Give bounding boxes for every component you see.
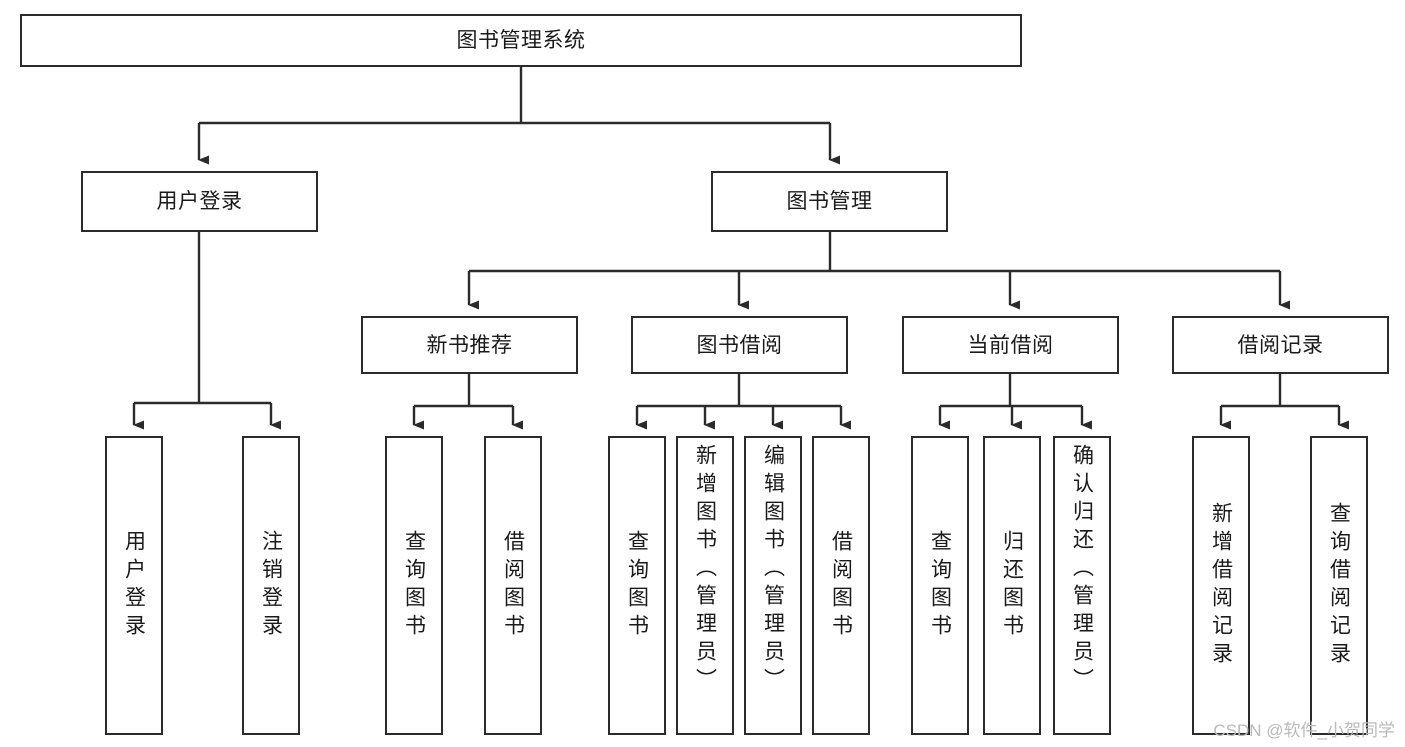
node-user-login-label: 用户登录 <box>156 190 243 213</box>
leaf-edit-book-admin-label: 编辑图书（管理员） <box>761 444 785 696</box>
leaf-confirm-return-admin[interactable]: 确认归还（管理员） <box>1053 436 1111 735</box>
leaf-query-book-borrow[interactable]: 查询图书 <box>608 436 666 735</box>
connectors-newbook-to-leaves <box>412 374 523 430</box>
leaf-query-book-recommend[interactable]: 查询图书 <box>385 436 443 735</box>
connectors-record-to-leaves <box>1219 374 1349 430</box>
node-root[interactable]: 图书管理系统 <box>20 14 1022 67</box>
connectors-bookmgmt-to-level3 <box>467 232 1290 310</box>
connectors-borrow-to-leaves <box>635 374 851 430</box>
leaf-query-book-current[interactable]: 查询图书 <box>911 436 969 735</box>
leaf-return-book[interactable]: 归还图书 <box>983 436 1041 735</box>
node-new-book-recommend[interactable]: 新书推荐 <box>361 316 578 374</box>
leaf-borrow-book-recommend[interactable]: 借阅图书 <box>484 436 542 735</box>
leaf-add-borrow-record[interactable]: 新增借阅记录 <box>1192 436 1250 735</box>
leaf-add-borrow-record-label: 新增借阅记录 <box>1209 501 1233 670</box>
node-new-book-recommend-label: 新书推荐 <box>426 333 513 357</box>
node-borrow-record[interactable]: 借阅记录 <box>1172 316 1389 374</box>
leaf-query-book-borrow-label: 查询图书 <box>625 529 649 642</box>
leaf-borrow-book-label: 借阅图书 <box>829 529 853 642</box>
leaf-query-borrow-record-label: 查询借阅记录 <box>1327 501 1351 670</box>
connectors-userlogin-to-leaves <box>132 232 281 430</box>
leaf-user-login[interactable]: 用户登录 <box>105 436 163 735</box>
leaf-add-book-admin-label: 新增图书（管理员） <box>693 444 717 696</box>
leaf-borrow-book-recommend-label: 借阅图书 <box>501 529 525 642</box>
leaf-logout[interactable]: 注销登录 <box>242 436 300 735</box>
node-book-borrow[interactable]: 图书借阅 <box>631 316 848 374</box>
leaf-query-book-current-label: 查询图书 <box>928 529 952 642</box>
connectors-root-to-level2 <box>197 67 840 165</box>
node-book-management[interactable]: 图书管理 <box>711 171 948 232</box>
node-current-borrow[interactable]: 当前借阅 <box>902 316 1119 374</box>
node-root-label: 图书管理系统 <box>456 29 586 52</box>
leaf-edit-book-admin[interactable]: 编辑图书（管理员） <box>744 436 802 735</box>
node-book-management-label: 图书管理 <box>786 190 873 213</box>
node-user-login[interactable]: 用户登录 <box>81 171 318 232</box>
leaf-logout-label: 注销登录 <box>259 529 283 642</box>
node-book-borrow-label: 图书借阅 <box>696 333 783 357</box>
leaf-confirm-return-admin-label: 确认归还（管理员） <box>1070 444 1094 696</box>
leaf-query-book-recommend-label: 查询图书 <box>402 529 426 642</box>
leaf-return-book-label: 归还图书 <box>1000 529 1024 642</box>
csdn-watermark: CSDN @软件_小贺同学 <box>1213 721 1395 740</box>
leaf-add-book-admin[interactable]: 新增图书（管理员） <box>676 436 734 735</box>
leaf-borrow-book[interactable]: 借阅图书 <box>812 436 870 735</box>
leaf-query-borrow-record[interactable]: 查询借阅记录 <box>1310 436 1368 735</box>
leaf-user-login-label: 用户登录 <box>122 529 146 642</box>
connectors-current-to-leaves <box>938 374 1092 430</box>
node-borrow-record-label: 借阅记录 <box>1237 333 1324 357</box>
node-current-borrow-label: 当前借阅 <box>967 333 1054 357</box>
